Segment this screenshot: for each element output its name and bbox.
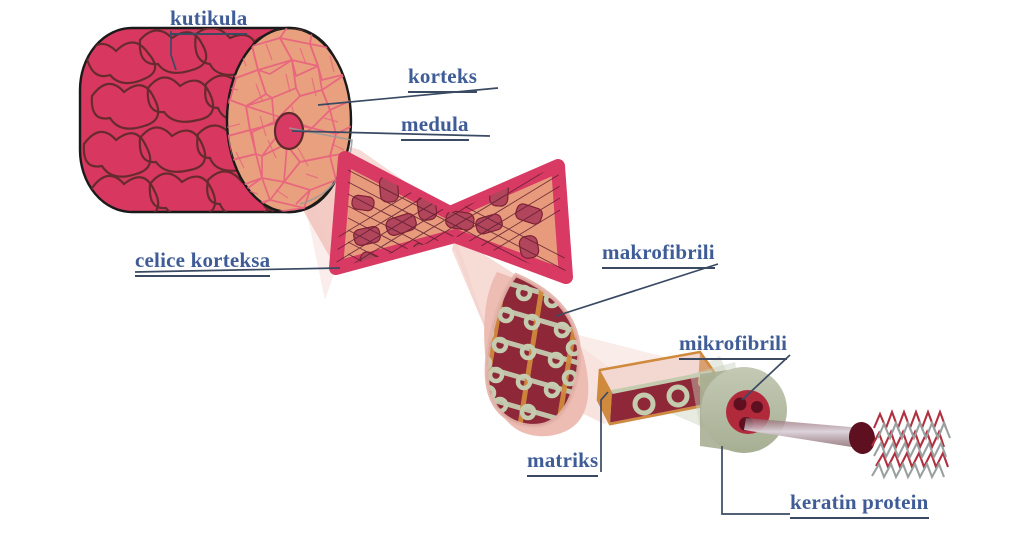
- label-underline: [527, 475, 599, 477]
- label-korteks-text: korteks: [408, 64, 478, 88]
- label-kutikula-text: kutikula: [170, 6, 248, 30]
- label-makrofibrili-text: makrofibrili: [602, 240, 715, 264]
- leader-lines: [134, 31, 791, 515]
- label-mikrofibrili-text: mikrofibrili: [679, 331, 788, 355]
- label-matriks: matriks: [527, 448, 599, 477]
- leader-makrofibrili: [555, 263, 719, 317]
- alpha-helix-gray: [871, 420, 951, 480]
- microfibril-structure: [700, 367, 787, 453]
- cortex-structure: [225, 26, 353, 214]
- label-celice-korteksa: celice korteksa: [135, 248, 271, 277]
- label-mikrofibrili: mikrofibrili: [679, 331, 788, 360]
- label-korteks: korteks: [408, 64, 478, 93]
- label-underline: [401, 139, 469, 141]
- leader-korteks: [317, 87, 499, 106]
- leader-mikrofibrili: [741, 354, 791, 401]
- leader-celice-korteksa: [134, 267, 341, 273]
- leader-medula: [291, 130, 491, 137]
- cortex-cell-structure: [329, 151, 573, 284]
- leader-matriks: [600, 391, 609, 472]
- label-underline: [602, 267, 715, 269]
- label-underline: [170, 33, 248, 35]
- leader-kutikula: [170, 31, 177, 71]
- keratin-protein-structure: [744, 409, 951, 480]
- label-underline: [790, 517, 929, 519]
- label-makrofibrili: makrofibrili: [602, 242, 715, 269]
- label-celice-korteksa-text: celice korteksa: [135, 248, 271, 272]
- leader-keratin-protein: [721, 446, 790, 515]
- label-underline: [679, 358, 788, 360]
- label-underline: [135, 275, 271, 277]
- label-keratin-protein: keratin protein: [790, 492, 929, 519]
- label-kutikula: kutikula: [170, 6, 248, 35]
- label-matriks-text: matriks: [527, 448, 599, 472]
- label-underline: [408, 91, 478, 93]
- label-keratin-protein-text: keratin protein: [790, 490, 929, 514]
- label-medula-text: medula: [401, 112, 469, 136]
- label-medula: medula: [401, 114, 469, 141]
